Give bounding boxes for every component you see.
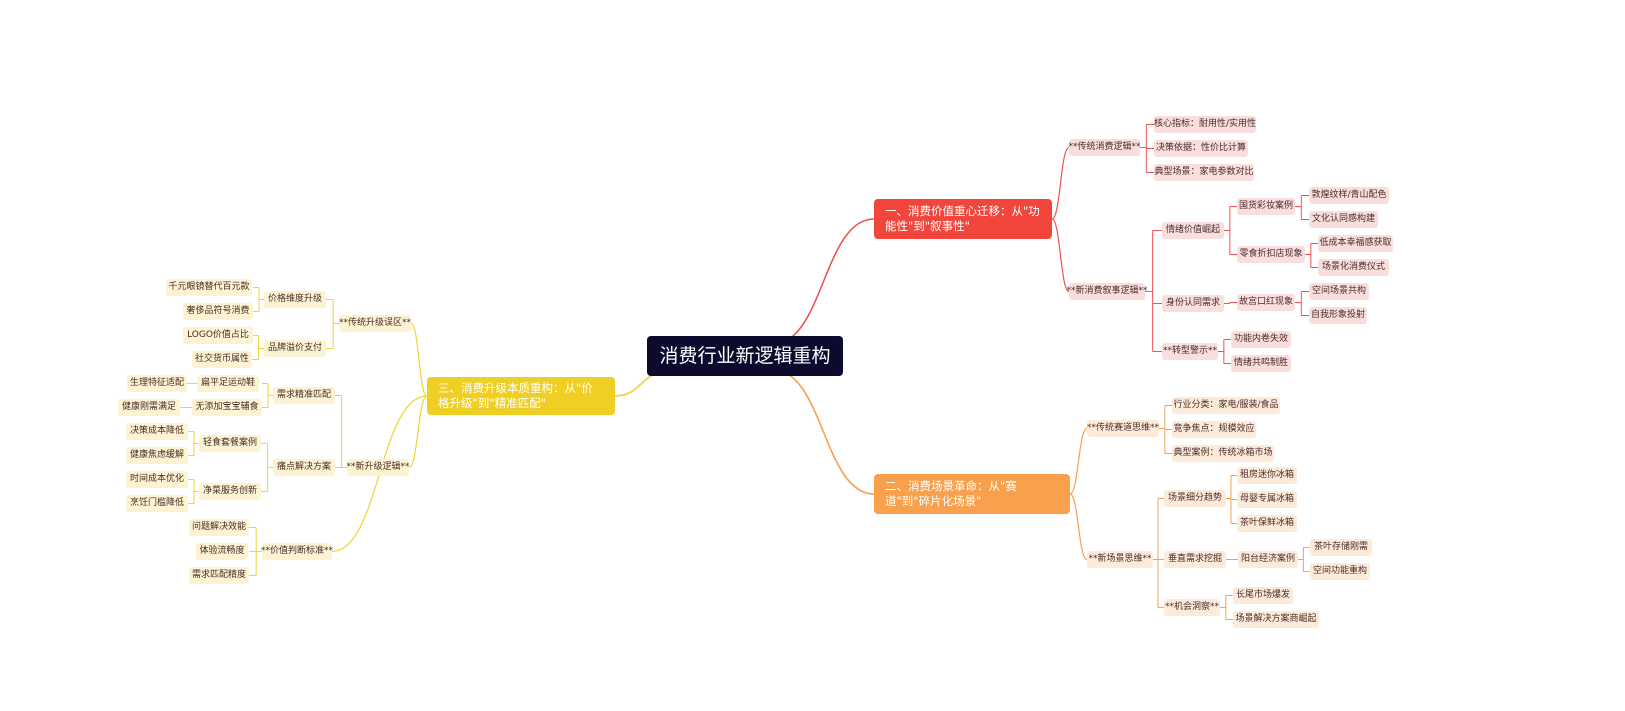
topic-branches-2-children-1-children-1-children-0-children-1[interactable]: 健康焦虑缓解 bbox=[126, 447, 188, 464]
topic-branches-2-children-0-children-0[interactable]: 价格维度升级 bbox=[264, 291, 326, 308]
topic-branches-1-children-1-children-1-children-0-children-1[interactable]: 空间功能重构 bbox=[1310, 563, 1370, 580]
link-branches-0-1 bbox=[1051, 218, 1070, 293]
bracket-branches-1-children-1 bbox=[1153, 498, 1164, 608]
main-branch-3[interactable]: 三、消费升级本质重构：从"价格升级"到"精准匹配" bbox=[427, 377, 615, 415]
topic-branches-1-children-1-children-0-children-1[interactable]: 母婴专属冰箱 bbox=[1237, 491, 1297, 508]
topic-branches-2-children-2[interactable]: **价值判断标准** bbox=[261, 543, 333, 560]
topic-branches-2-children-1-children-0-children-0-children-0[interactable]: 生理特征适配 bbox=[127, 375, 187, 392]
link-branches-2-0 bbox=[410, 322, 428, 397]
link-branches-1-0 bbox=[1069, 427, 1088, 495]
link-branches-2-1 bbox=[408, 395, 428, 469]
topic-branches-1-children-0[interactable]: **传统赛道思维** bbox=[1087, 420, 1159, 437]
bracket-branches-0-children-1-children-1 bbox=[1224, 302, 1237, 304]
link-root-branch-1 bbox=[772, 218, 875, 345]
topic-branches-2-children-0[interactable]: **传统升级误区** bbox=[339, 315, 411, 332]
link-branches-1-1 bbox=[1069, 493, 1088, 561]
topic-branches-2-children-0-children-1-children-1[interactable]: 社交货币属性 bbox=[192, 351, 252, 368]
topic-branches-0-children-1-children-2-children-1[interactable]: 情绪共鸣制胜 bbox=[1231, 355, 1291, 372]
topic-branches-2-children-0-children-0-children-1[interactable]: 奢侈品符号消费 bbox=[183, 303, 253, 320]
topic-branches-0-children-1-children-0-children-1-children-1[interactable]: 场景化消费仪式 bbox=[1318, 259, 1389, 276]
topic-branches-1-children-1-children-1-children-0[interactable]: 阳台经济案例 bbox=[1238, 551, 1298, 568]
topic-branches-1-children-1-children-1[interactable]: 垂直需求挖掘 bbox=[1164, 551, 1226, 568]
topic-branches-2-children-1-children-1-children-1-children-1[interactable]: 烹饪门槛降低 bbox=[126, 495, 188, 512]
topic-branches-2-children-0-children-0-children-0[interactable]: 千元眼镜替代百元款 bbox=[166, 279, 252, 296]
topic-branches-0-children-1-children-0-children-0-children-0[interactable]: 敦煌纹样/青山配色 bbox=[1309, 187, 1389, 204]
bracket-branches-2-children-0-children-1 bbox=[252, 335, 264, 360]
topic-branches-0-children-0-children-0[interactable]: 核心指标：耐用性/实用性 bbox=[1154, 116, 1256, 133]
topic-branches-2-children-1-children-0-children-1-children-0[interactable]: 健康刚需满足 bbox=[118, 399, 180, 416]
topic-branches-1-children-1-children-2[interactable]: **机会洞察** bbox=[1164, 599, 1220, 616]
topic-branches-0-children-1-children-1-children-0-children-1[interactable]: 自我形象投射 bbox=[1309, 307, 1367, 324]
link-root-branch-2 bbox=[772, 369, 875, 495]
topic-branches-0-children-1-children-1-children-0-children-0[interactable]: 空间场景共构 bbox=[1309, 283, 1369, 300]
bracket-branches-0-children-1 bbox=[1145, 230, 1162, 352]
topic-branches-0-children-1-children-2[interactable]: **转型警示** bbox=[1162, 343, 1218, 360]
topic-branches-2-children-0-children-1[interactable]: 品牌溢价支付 bbox=[264, 340, 326, 357]
topic-branches-0-children-0-children-1[interactable]: 决策依据：性价比计算 bbox=[1154, 140, 1248, 157]
topic-branches-0-children-1-children-0-children-1[interactable]: 零食折扣店现象 bbox=[1237, 246, 1305, 263]
bracket-branches-2-children-1-children-0 bbox=[262, 383, 273, 408]
topic-branches-2-children-1-children-0-children-0[interactable]: 扁平足运动鞋 bbox=[197, 375, 259, 392]
topic-branches-1-children-1-children-0-children-2[interactable]: 茶叶保鲜冰箱 bbox=[1237, 515, 1297, 532]
topic-branches-1-children-0-children-2[interactable]: 典型案例：传统冰箱市场 bbox=[1172, 445, 1274, 462]
topic-branches-0-children-1-children-0-children-1-children-0[interactable]: 低成本幸福感获取 bbox=[1318, 235, 1393, 252]
topic-branches-2-children-1-children-0[interactable]: 需求精准匹配 bbox=[273, 387, 335, 404]
central-topic[interactable]: 消费行业新逻辑重构 bbox=[647, 336, 843, 376]
bracket-branches-2-children-1-children-1 bbox=[261, 443, 273, 492]
bracket-branches-0-children-1-children-1-children-0 bbox=[1295, 291, 1309, 316]
bracket-branches-2-children-2 bbox=[249, 527, 262, 576]
link-branches-0-0 bbox=[1051, 146, 1070, 220]
topic-branches-1-children-1-children-0[interactable]: 场景细分趋势 bbox=[1164, 490, 1226, 507]
topic-branches-1-children-0-children-0[interactable]: 行业分类：家电/服装/食品 bbox=[1172, 397, 1280, 414]
topic-branches-1-children-1-children-2-children-1[interactable]: 场景解决方案商崛起 bbox=[1233, 611, 1319, 628]
topic-branches-1-children-0-children-1[interactable]: 竞争焦点：规模效应 bbox=[1172, 421, 1256, 438]
bracket-branches-1-children-1-children-2 bbox=[1220, 595, 1233, 620]
bracket-branches-0-children-1-children-0-children-0 bbox=[1295, 195, 1309, 220]
bracket-branches-0-children-1-children-0-children-1 bbox=[1305, 243, 1318, 268]
topic-branches-1-children-1-children-1-children-0-children-0[interactable]: 茶叶存储刚需 bbox=[1310, 539, 1372, 556]
topic-branches-2-children-1-children-1-children-0[interactable]: 轻食套餐案例 bbox=[199, 435, 261, 452]
bracket-branches-1-children-1-children-1-children-0 bbox=[1298, 547, 1310, 572]
bracket-branches-0-children-0 bbox=[1140, 124, 1154, 173]
bracket-branches-2-children-1 bbox=[335, 395, 347, 468]
bracket-branches-1-children-1-children-0 bbox=[1226, 475, 1237, 524]
topic-branches-0-children-1-children-1[interactable]: 身份认同需求 bbox=[1162, 295, 1224, 312]
topic-branches-0-children-0[interactable]: **传统消费逻辑** bbox=[1069, 139, 1141, 156]
topic-branches-2-children-1-children-1-children-1[interactable]: 净菜服务创新 bbox=[199, 483, 261, 500]
topic-branches-1-children-1-children-2-children-0[interactable]: 长尾市场爆发 bbox=[1233, 587, 1293, 604]
topic-branches-2-children-1-children-1-children-0-children-0[interactable]: 决策成本降低 bbox=[126, 423, 188, 440]
topic-branches-0-children-1[interactable]: **新消费叙事逻辑** bbox=[1067, 283, 1148, 300]
topic-branches-2-children-0-children-1-children-0[interactable]: LOGO价值占比 bbox=[183, 327, 253, 344]
topic-branches-2-children-2-children-1[interactable]: 体验流畅度 bbox=[196, 543, 248, 560]
topic-branches-0-children-1-children-0[interactable]: 情绪价值崛起 bbox=[1162, 222, 1224, 239]
main-branch-2[interactable]: 二、消费场景革命：从"赛道"到"碎片化场景" bbox=[874, 474, 1070, 514]
bracket-branches-0-children-1-children-0 bbox=[1224, 206, 1237, 255]
topic-branches-0-children-0-children-2[interactable]: 典型场景：家电参数对比 bbox=[1154, 164, 1254, 181]
bracket-branches-0-children-1-children-2 bbox=[1218, 339, 1231, 364]
topic-branches-2-children-1[interactable]: **新升级逻辑** bbox=[347, 459, 410, 476]
topic-branches-0-children-1-children-0-children-0-children-1[interactable]: 文化认同感构建 bbox=[1309, 211, 1378, 228]
topic-branches-0-children-1-children-0-children-0[interactable]: 国货彩妆案例 bbox=[1237, 198, 1295, 215]
bracket-branches-1-children-0 bbox=[1159, 405, 1172, 454]
bracket-branches-2-children-0 bbox=[326, 299, 339, 349]
topic-branches-0-children-1-children-1-children-0[interactable]: 故宫口红现象 bbox=[1237, 294, 1295, 311]
topic-branches-2-children-1-children-0-children-1[interactable]: 无添加宝宝辅食 bbox=[192, 399, 262, 416]
topic-branches-0-children-1-children-2-children-0[interactable]: 功能内卷失效 bbox=[1231, 331, 1291, 348]
main-branch-1[interactable]: 一、消费价值重心迁移：从"功能性"到"叙事性" bbox=[874, 199, 1052, 239]
topic-branches-2-children-1-children-1[interactable]: 痛点解决方案 bbox=[273, 459, 335, 476]
topic-branches-1-children-1-children-0-children-0[interactable]: 租房迷你冰箱 bbox=[1237, 467, 1297, 484]
topic-branches-2-children-2-children-2[interactable]: 需求匹配精度 bbox=[189, 567, 249, 584]
bracket-branches-2-children-1-children-1-children-1 bbox=[188, 479, 199, 504]
topic-branches-2-children-2-children-0[interactable]: 问题解决效能 bbox=[189, 519, 249, 536]
bracket-branches-2-children-1-children-1-children-0 bbox=[188, 431, 199, 456]
topic-branches-1-children-1[interactable]: **新场景思维** bbox=[1087, 551, 1153, 568]
topic-branches-2-children-1-children-1-children-1-children-0[interactable]: 时间成本优化 bbox=[126, 471, 188, 488]
bracket-branches-2-children-0-children-0 bbox=[253, 287, 264, 312]
